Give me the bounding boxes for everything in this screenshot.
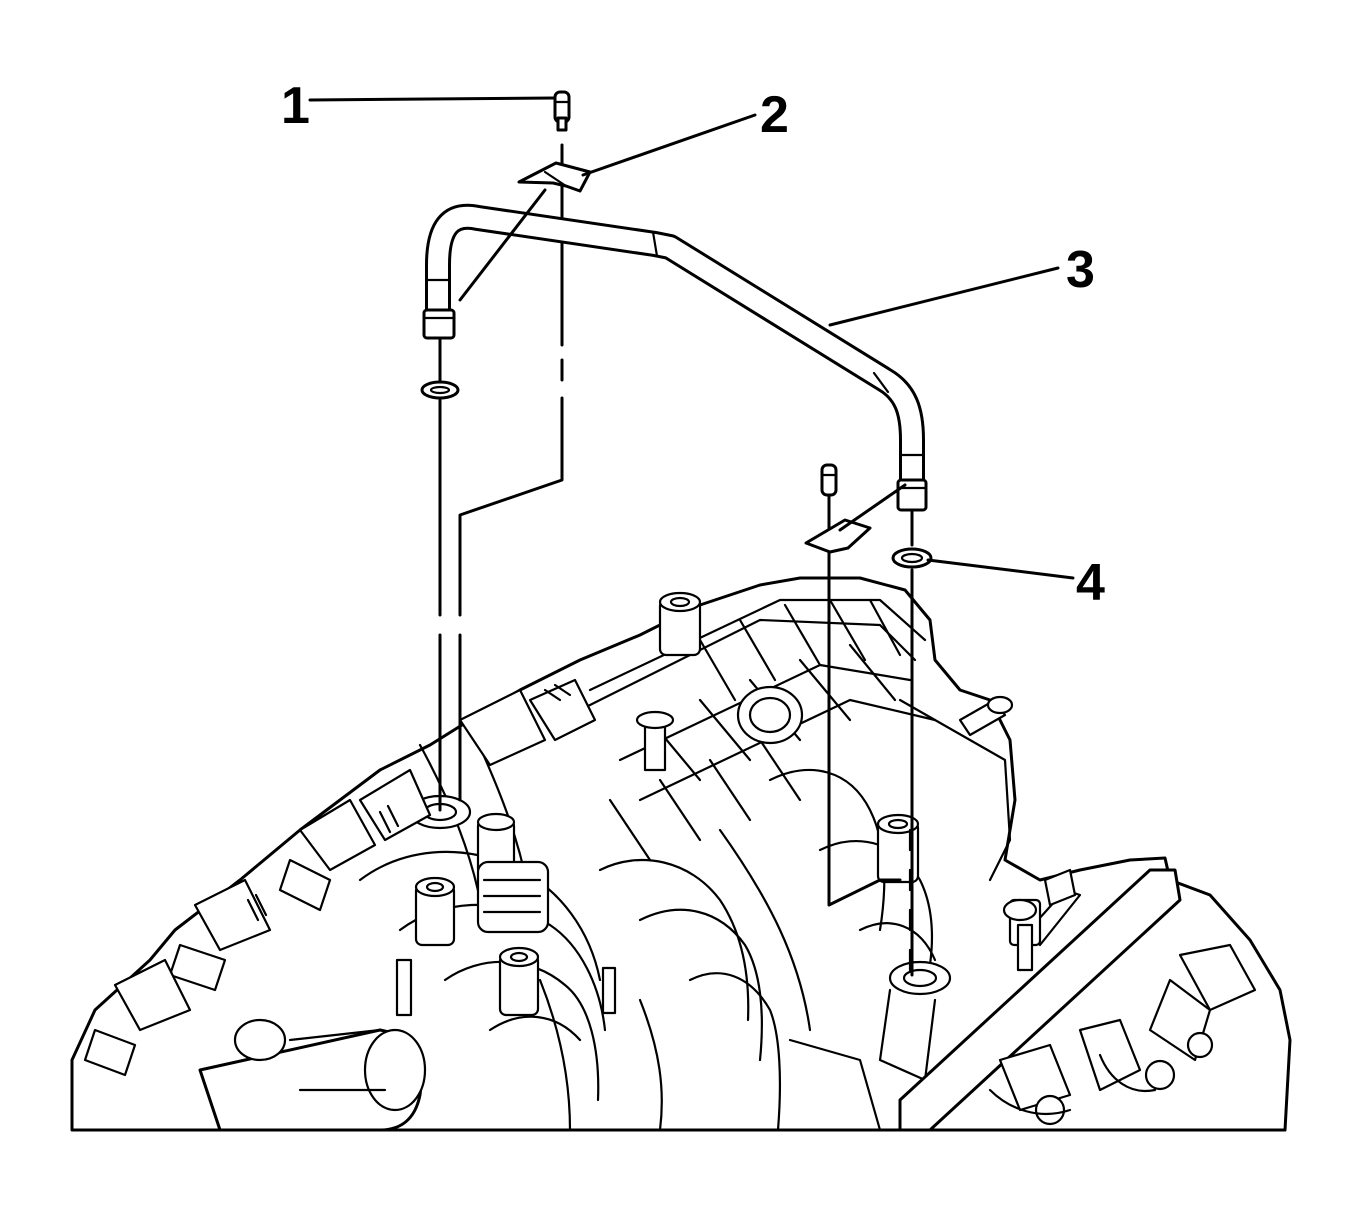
o-ring-left — [420, 380, 460, 400]
leader-line-1 — [308, 96, 557, 102]
o-ring-right — [891, 547, 933, 569]
callout-1: 1 — [281, 77, 310, 135]
callout-4: 4 — [1076, 554, 1105, 612]
bolt-top — [553, 90, 571, 132]
right-injector-connectors — [988, 943, 1257, 1126]
leader-line-3 — [828, 266, 1060, 327]
leader-line-4 — [926, 558, 1075, 580]
retainer-clip-top — [458, 161, 592, 302]
callout-3: 3 — [1066, 241, 1095, 299]
left-injector-connectors — [83, 678, 597, 1077]
callout-2: 2 — [760, 86, 789, 144]
bolt-install-line-right — [827, 493, 902, 907]
bolt-right — [820, 463, 838, 497]
pcv-tube — [422, 203, 928, 512]
retainer-clip-right — [804, 483, 907, 554]
leader-line-2 — [581, 113, 757, 177]
bolt-install-line-left — [458, 143, 564, 802]
intake-manifold-assembly — [70, 576, 1292, 1132]
